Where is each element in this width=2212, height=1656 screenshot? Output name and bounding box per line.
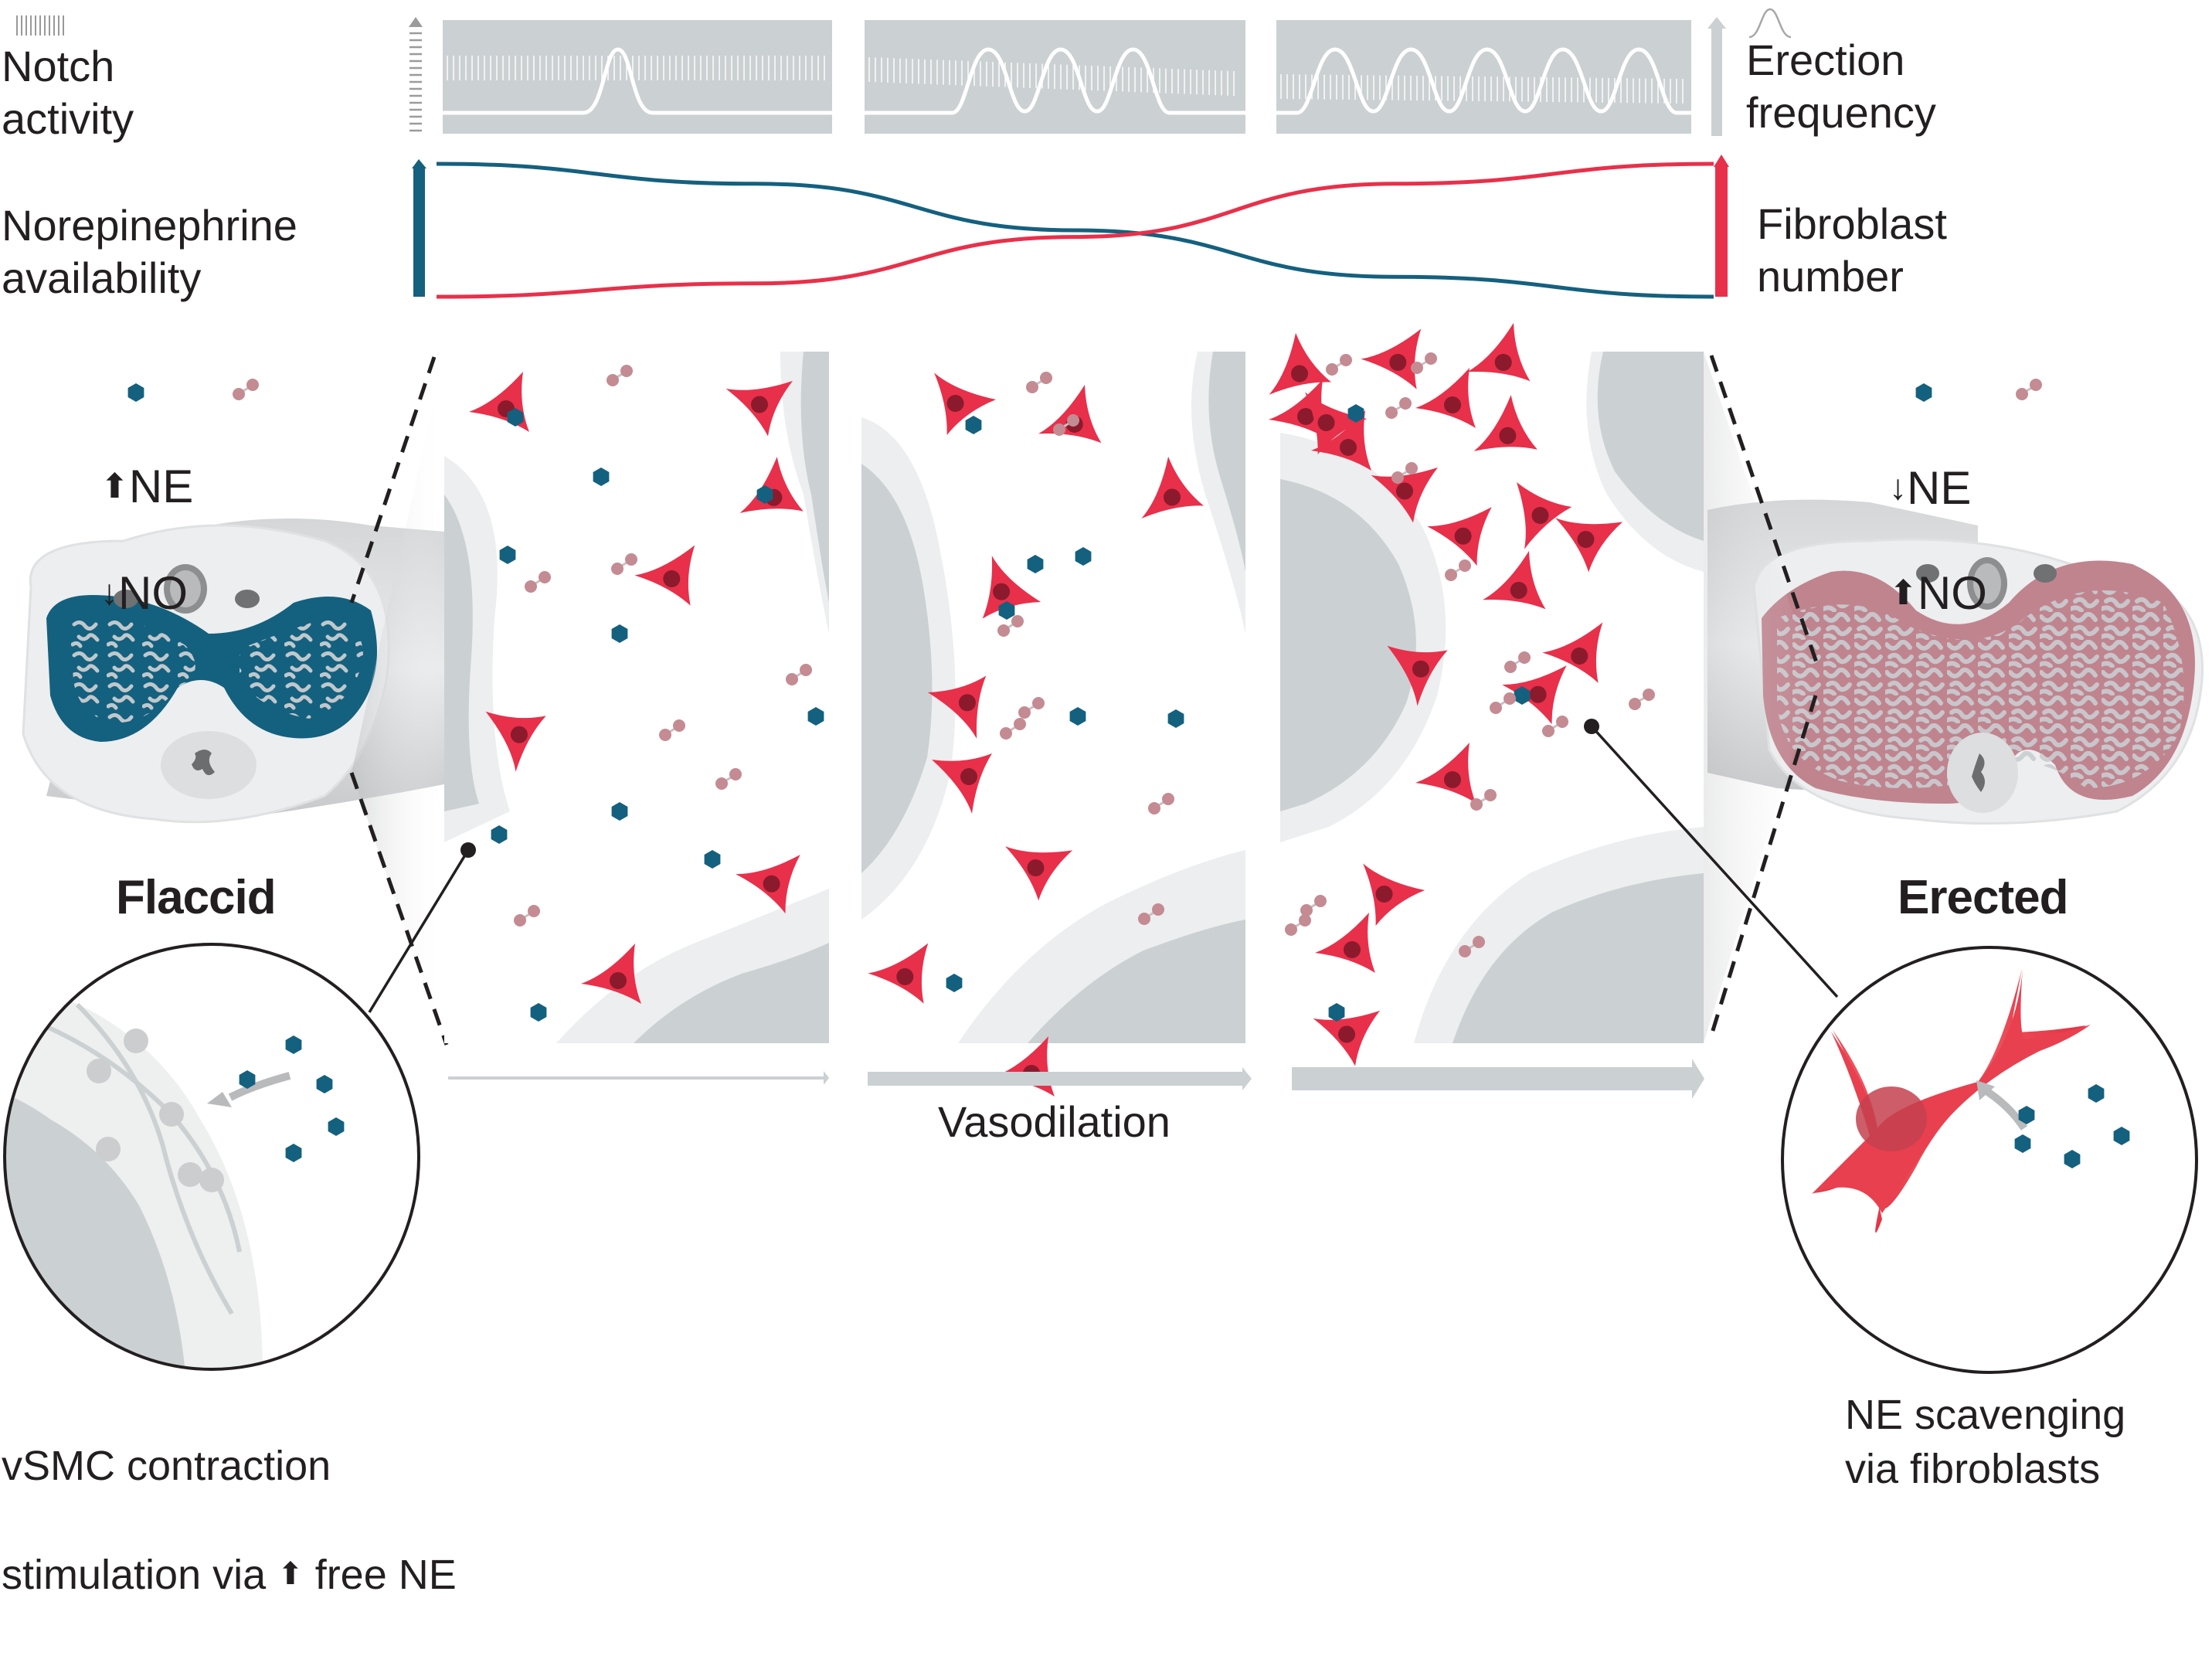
erection-notch-panels <box>443 20 1691 134</box>
vasodilation-arrow-3 <box>1292 1059 1704 1099</box>
tissue-panel-2 <box>861 352 1245 1043</box>
ne-legend-hex-icon-left <box>127 383 144 402</box>
flaccid-ne-no-legend: ⬆NE ↓NO <box>100 408 193 620</box>
erected-dashed-line-bottom <box>1709 695 1818 1036</box>
chart-panel-stage-3 <box>1276 20 1691 134</box>
flaccid-dashed-line-top <box>349 356 437 604</box>
vasodilation-label: Vasodilation <box>938 1097 1171 1146</box>
trend-curves <box>436 162 1714 299</box>
panel-background <box>1276 20 1691 134</box>
panel-background <box>443 20 832 134</box>
vsmc-zoom-circle <box>3 943 420 1371</box>
norepinephrine-curve <box>436 162 1714 299</box>
notch-activity-label: Notch activity <box>2 42 134 143</box>
flaccid-ne-label: NE <box>128 461 194 512</box>
fibroblast-curve <box>436 162 1714 299</box>
erection-frequency-label: Erection frequency <box>1746 36 1936 137</box>
notch-bars-icon <box>16 15 64 36</box>
fibroblast-number-arrow-icon <box>1714 155 1729 297</box>
erected-ne-no-legend: ↓NE ⬆NO <box>1889 408 1987 620</box>
norepinephrine-availability-label: Norepinephrine availability <box>2 201 297 302</box>
vsmc-caption-line2-end: free NE <box>314 1552 457 1598</box>
erection-frequency-line <box>1276 47 1691 115</box>
flaccid-cross-section <box>22 519 464 824</box>
erected-no-label: NO <box>1917 567 1987 619</box>
no-legend-icon-left <box>231 377 260 402</box>
flaccid-dashed-line-bottom <box>349 772 449 1046</box>
notch-legend-icon <box>6 14 68 37</box>
no-down-arrow-icon: ↓ <box>100 572 118 612</box>
flaccid-no-label: NO <box>118 567 188 619</box>
erection-frequency-arrow-icon <box>1707 17 1726 136</box>
erected-zoom-cone <box>1704 352 1816 1043</box>
vasodilation-arrow-1 <box>448 1071 829 1085</box>
vsmc-caption-line2-text: stimulation via <box>2 1552 267 1598</box>
chart-panel-stage-1 <box>443 20 832 134</box>
ne-legend-hex-icon-right <box>1915 383 1932 402</box>
ne-scavenging-caption: NE scavenging via fibroblasts <box>1845 1392 2126 1492</box>
fibroblast-number-label: Fibroblast number <box>1757 199 1947 301</box>
ne-up-arrow-icon: ⬆ <box>100 468 129 505</box>
erected-title: Erected <box>1898 871 2068 924</box>
figure-canvas <box>3 8 2204 1374</box>
erected-ne-label: NE <box>1907 462 1972 514</box>
vsmc-caption: vSMC contraction stimulation via ⬆ free … <box>2 1385 457 1656</box>
no-legend-icon-right <box>2014 377 2044 402</box>
free-ne-up-arrow-icon: ⬆ <box>277 1557 304 1591</box>
ne-down-arrow-icon: ↓ <box>1889 467 1907 507</box>
flaccid-zoom-cone <box>352 352 444 1043</box>
flaccid-leader-line <box>368 842 476 1013</box>
fibroblast-cell <box>994 1036 1055 1097</box>
fibroblast-zoom-circle <box>1781 946 2198 1374</box>
erection-frequency-line <box>865 47 1245 115</box>
erected-leader-line <box>1584 719 1839 998</box>
tissue-panel-3 <box>1280 352 1704 1043</box>
vsmc-caption-line2: stimulation via ⬆ free NE <box>2 1547 457 1602</box>
vsmc-caption-line1: vSMC contraction <box>2 1443 331 1489</box>
chart-panel-stage-2 <box>865 20 1245 134</box>
no-up-arrow-icon: ⬆ <box>1889 574 1918 612</box>
ne-availability-arrow-icon <box>412 159 426 297</box>
flaccid-title: Flaccid <box>116 871 277 924</box>
tissue-panel-1 <box>444 352 829 1043</box>
notch-activity-scale-icon <box>409 17 423 132</box>
vasodilation-arrow-2 <box>868 1067 1252 1090</box>
erection-frequency-line <box>443 47 832 115</box>
erection-bell-curve-icon <box>1748 8 1792 39</box>
